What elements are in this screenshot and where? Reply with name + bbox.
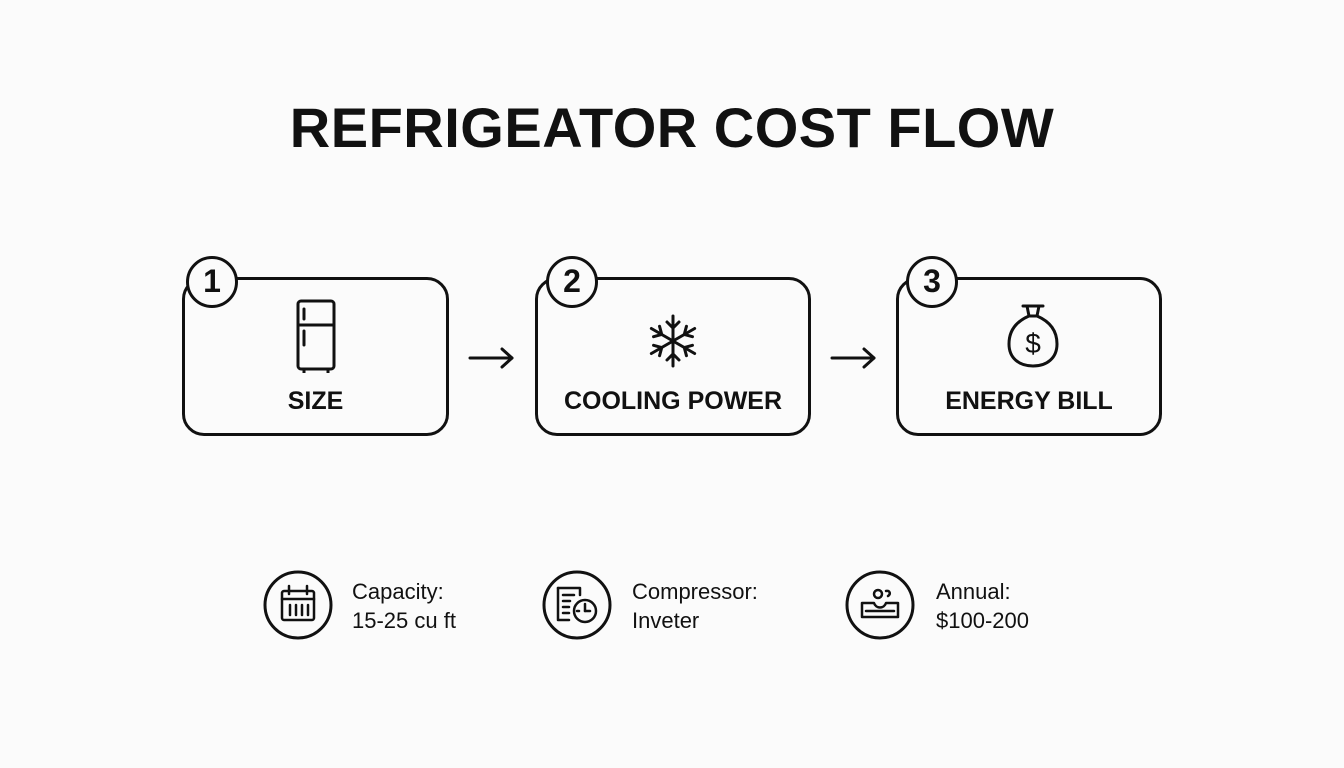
compressor-detail: Compressor: Inveter (632, 577, 758, 635)
snowflake-icon (649, 314, 697, 368)
step-size-box: SIZE (182, 277, 449, 436)
calendar-icon (263, 570, 333, 640)
step-size-label: SIZE (287, 387, 344, 415)
step-2-number-badge: 2 (546, 256, 598, 308)
capacity-label: Capacity: (352, 579, 444, 604)
arrow-right-icon (468, 347, 514, 369)
step-1-number-badge: 1 (186, 256, 238, 308)
annual-value: $100-200 (936, 608, 1029, 633)
capacity-value: 15-25 cu ft (352, 608, 456, 633)
annual-cost-icon (845, 570, 915, 640)
compressor-gauge-icon (542, 570, 612, 640)
annual-label: Annual: (936, 579, 1011, 604)
diagram-title: REFRIGEATOR COST FLOW (289, 96, 1055, 159)
step-energy-bill-label: ENERGY BILL (945, 387, 1113, 415)
step-cooling-power-label: COOLING POWER (563, 387, 783, 415)
step-3-number-badge: 3 (906, 256, 958, 308)
arrow-right-icon (830, 347, 876, 369)
refrigerator-icon (296, 299, 336, 373)
svg-text:$: $ (1025, 328, 1041, 359)
compressor-value: Inveter (632, 608, 700, 633)
compressor-label: Compressor: (632, 579, 758, 604)
annual-detail: Annual: $100-200 (936, 577, 1029, 635)
capacity-detail: Capacity: 15-25 cu ft (352, 577, 456, 635)
money-bag-icon: $ (1007, 304, 1059, 368)
